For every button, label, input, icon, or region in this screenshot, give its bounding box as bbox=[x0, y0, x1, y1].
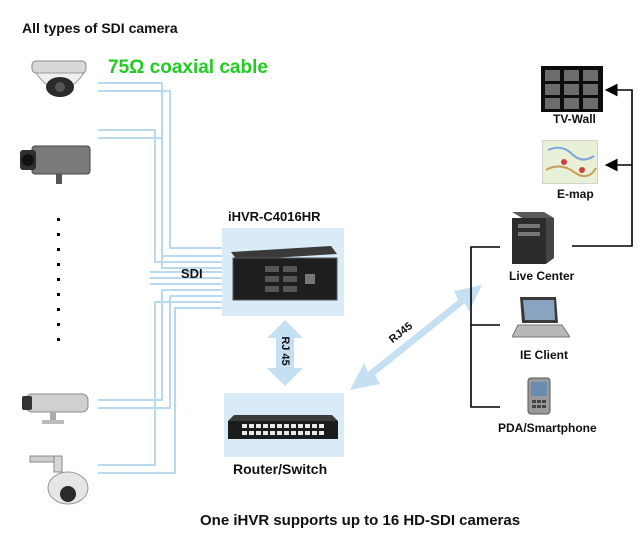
ptz-camera-icon bbox=[29, 455, 89, 505]
box-camera-icon bbox=[20, 145, 91, 184]
dvr-device[interactable] bbox=[222, 228, 344, 316]
rj45-diagonal-arrow bbox=[350, 285, 482, 390]
client-bracket bbox=[470, 246, 500, 408]
tv-wall-label: TV-Wall bbox=[553, 112, 596, 126]
live-center-links bbox=[572, 83, 633, 247]
dvr-label: iHVR-C4016HR bbox=[228, 209, 321, 224]
ie-client-label: IE Client bbox=[520, 348, 569, 362]
tower-pc-icon[interactable] bbox=[508, 208, 558, 266]
diagram-heading: All types of SDI camera bbox=[22, 20, 178, 36]
map-icon[interactable] bbox=[542, 140, 598, 184]
tv-wall-icon[interactable] bbox=[541, 66, 603, 112]
network-switch-icon bbox=[228, 415, 338, 439]
live-center-label: Live Center bbox=[509, 269, 575, 283]
emap-label: E-map bbox=[557, 187, 594, 201]
coax-cables bbox=[98, 82, 222, 474]
pda-label: PDA/Smartphone bbox=[498, 421, 597, 435]
router-device[interactable] bbox=[224, 393, 344, 457]
dome-camera-icon bbox=[31, 60, 87, 97]
sdi-label: SDI bbox=[181, 266, 203, 281]
bullet-camera-icon bbox=[22, 393, 89, 424]
laptop-icon[interactable] bbox=[512, 295, 570, 341]
footer-caption: One iHVR supports up to 16 HD-SDI camera… bbox=[200, 512, 521, 529]
more-cameras-dots bbox=[57, 218, 60, 341]
router-label: Router/Switch bbox=[233, 461, 328, 477]
rj45-vertical-label: RJ 45 bbox=[279, 336, 291, 366]
pda-icon[interactable] bbox=[526, 376, 552, 416]
dvr-server-icon bbox=[231, 246, 338, 301]
rj45-vertical-arrow bbox=[267, 320, 303, 386]
cable-label: 75Ω coaxial cable bbox=[108, 57, 268, 78]
